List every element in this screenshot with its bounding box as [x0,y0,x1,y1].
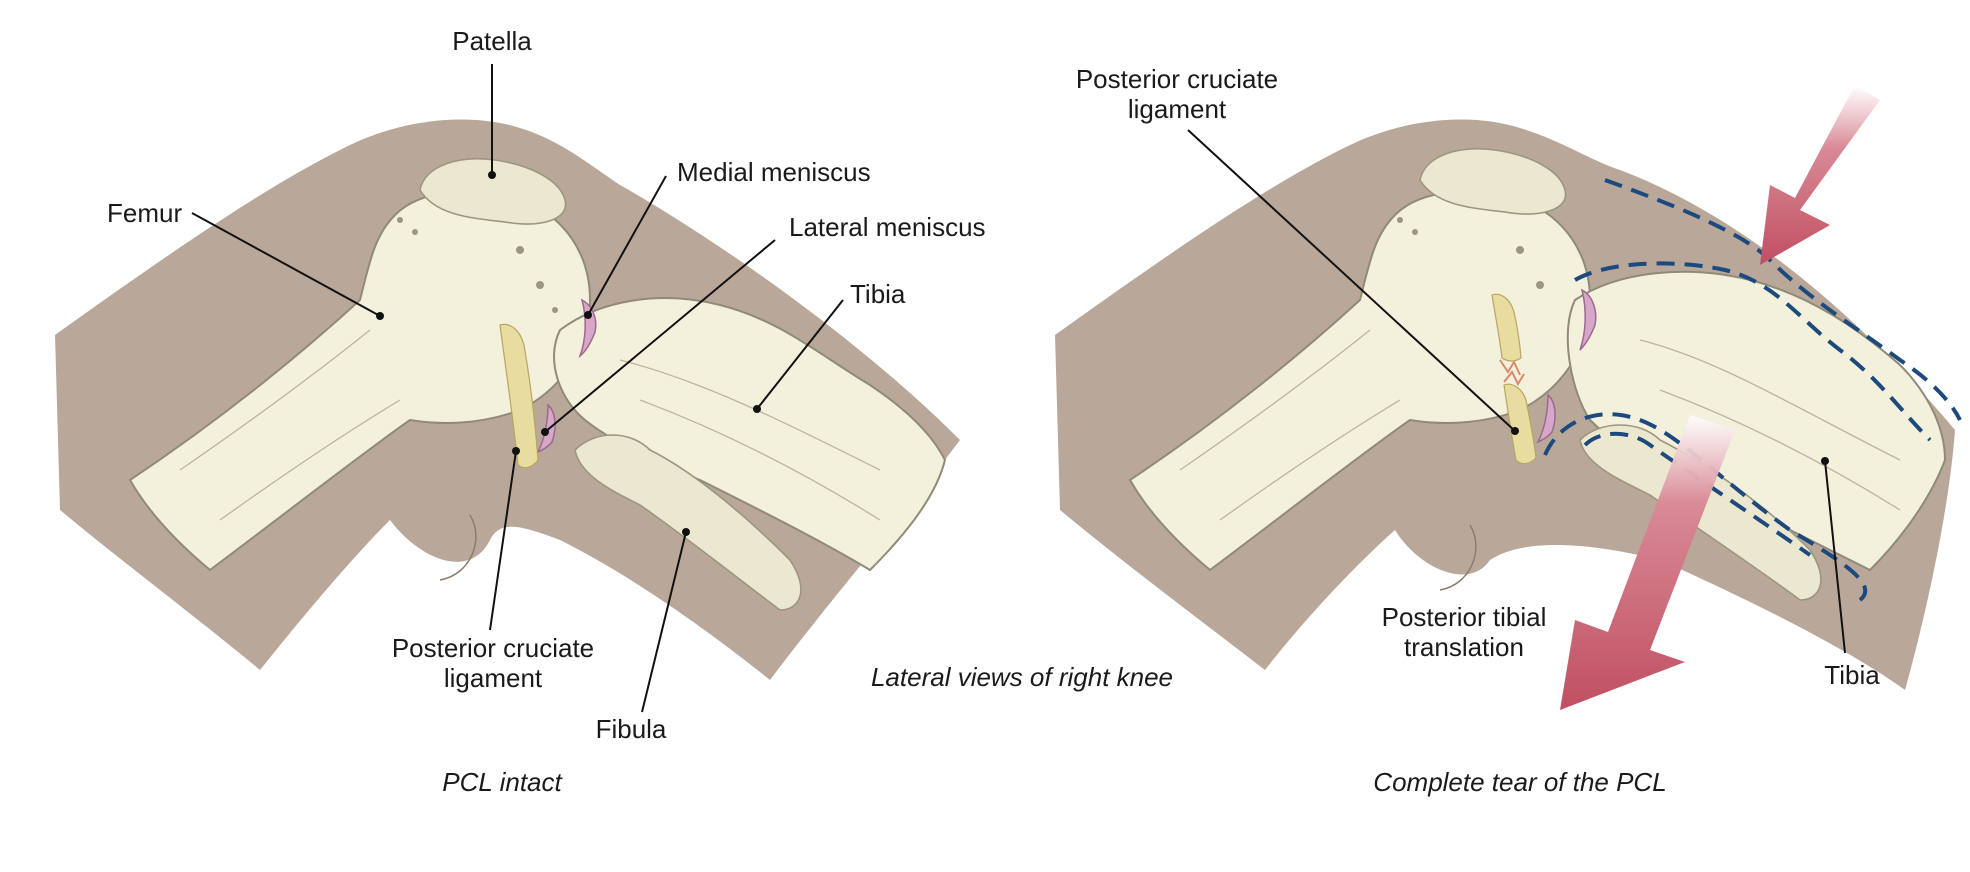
right-lateral-meniscus [1536,393,1556,444]
label-medial-meniscus: Medial meniscus [677,157,871,187]
label-translation-line2: translation [1404,632,1524,662]
label-pcl-right-line2: ligament [1128,94,1227,124]
right-knee-illustration [1055,119,1955,690]
left-knee-illustration [55,119,960,680]
dashed-fibula-outline [1543,412,1868,602]
label-femur: Femur [107,198,182,228]
label-pcl-right-line1: Posterior cruciate [1076,64,1278,94]
dashed-tibia-outline [1574,261,1932,442]
label-patella: Patella [452,26,532,56]
label-tibia-right: Tibia [1824,660,1880,690]
caption-lateral-views: Lateral views of right knee [871,662,1173,692]
arrow-posterior-translation [1560,415,1735,710]
right-medial-meniscus [1579,288,1597,351]
label-lateral-meniscus: Lateral meniscus [789,212,986,242]
label-pcl-left-line2: ligament [444,663,543,693]
label-tibia-left: Tibia [850,279,906,309]
label-fibula: Fibula [596,714,667,744]
left-femur [128,190,592,572]
right-leader-lines [1187,129,1846,654]
dashed-skin-outline [1604,178,1962,421]
right-dashed-outlines [1543,178,1962,602]
label-translation-line1: Posterior tibial [1382,602,1547,632]
left-pcl-ligament [499,323,539,469]
left-patella [419,158,567,225]
arrow-anterior-force [1760,85,1880,265]
caption-complete-tear: Complete tear of the PCL [1373,767,1666,797]
right-pcl-torn-upper [1491,293,1522,362]
left-leader-lines [191,64,844,713]
label-pcl-left-line1: Posterior cruciate [392,633,594,663]
right-pcl-torn-lower [1503,383,1537,465]
dashed-fibula-inner [1583,431,1812,557]
right-arrows [1560,85,1880,710]
left-fibula [574,434,802,611]
caption-pcl-intact: PCL intact [442,767,563,797]
right-patella [1419,148,1567,215]
